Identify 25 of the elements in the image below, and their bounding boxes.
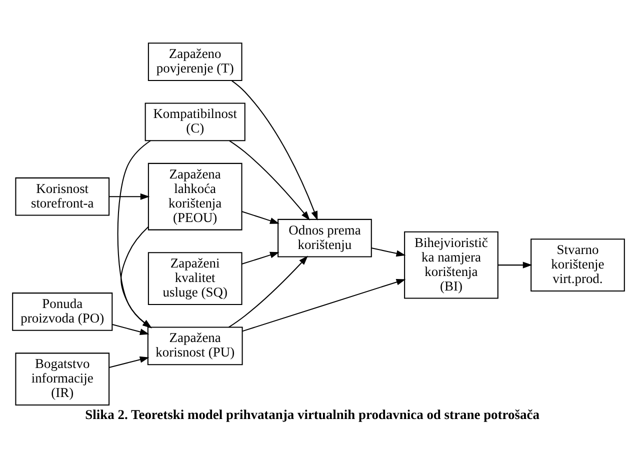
- node-box: Bihejvioristič ka namjera korištenja (BI): [404, 230, 498, 298]
- caption: Slika 2. Teoretski model prihvatanja virtualnih prodavnica od strane potrošača: [85, 406, 540, 422]
- node-box: Ponuda proizvoda (PO): [12, 292, 113, 330]
- node-box: Bogatstvo informacije (IR): [15, 352, 110, 406]
- arrow: [229, 140, 310, 220]
- arrow: [117, 140, 152, 328]
- arrow: [242, 278, 406, 332]
- node-box: Korisnost storefront-a: [15, 176, 110, 216]
- node-box: Zapaženi kvalitet usluge (SQ): [148, 252, 242, 304]
- arrow: [232, 80, 318, 220]
- arrow: [108, 356, 150, 368]
- node-box: Kompatibilnost (C): [144, 102, 246, 141]
- node-box: Odnos prema korištenju: [278, 218, 372, 257]
- arrow: [112, 324, 150, 335]
- arrow: [242, 210, 280, 224]
- arrow: [228, 255, 308, 328]
- node-box: Zapaženo povjerenje (T): [148, 42, 242, 80]
- arrow: [371, 246, 406, 256]
- arrow: [120, 226, 152, 328]
- arrow: [242, 251, 280, 264]
- node-box: Zapažena lahkoća korištenja (PEOU): [148, 162, 242, 230]
- arrow: [109, 192, 150, 200]
- arrow: [498, 261, 532, 268]
- node-box: Stvarno korištenje virt.prod.: [530, 238, 625, 291]
- node-box: Zapažena korisnost (PU): [147, 326, 243, 365]
